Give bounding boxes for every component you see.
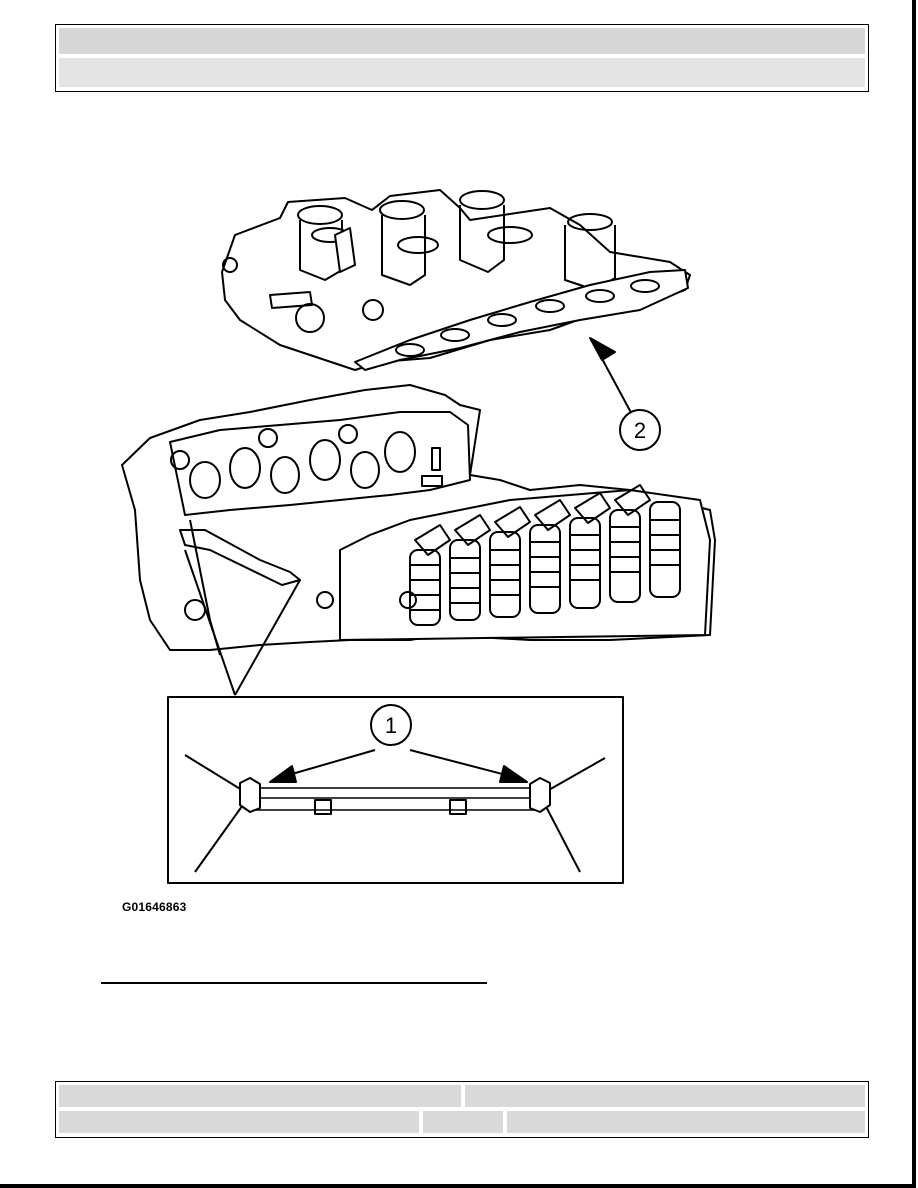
valve-springs xyxy=(409,501,681,626)
callout-1-label: 1 xyxy=(385,713,397,738)
footer-cell-4 xyxy=(423,1111,503,1133)
engine-illustration: 2 1 xyxy=(110,180,720,890)
page-header xyxy=(55,24,869,92)
page-footer xyxy=(55,1081,869,1138)
footer-cell-1 xyxy=(59,1085,461,1107)
engine-drawing: 2 1 xyxy=(121,189,716,884)
header-subtitle xyxy=(59,58,865,87)
footer-cell-3 xyxy=(59,1111,419,1133)
manifold-gasket xyxy=(354,269,689,371)
section-divider xyxy=(101,982,487,984)
footer-cell-5 xyxy=(507,1111,865,1133)
header-title xyxy=(59,28,865,54)
callout-2-label: 2 xyxy=(634,418,646,443)
footer-cell-2 xyxy=(465,1085,865,1107)
callout-1-circle xyxy=(370,704,412,746)
figure-id: G01646863 xyxy=(122,900,187,914)
callout-2-circle xyxy=(619,409,661,451)
